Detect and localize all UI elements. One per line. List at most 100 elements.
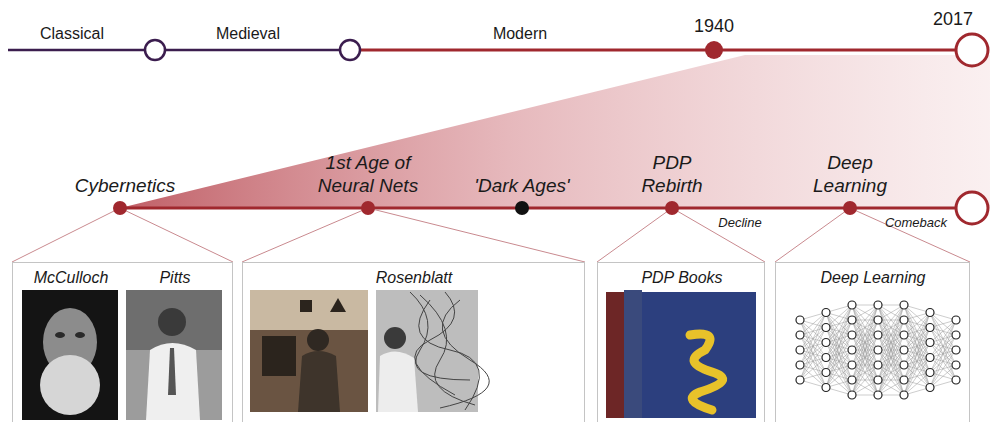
- epoch-label: 'Dark Ages': [474, 174, 569, 197]
- network-link: [904, 313, 930, 381]
- zoom-fan: [120, 55, 990, 208]
- network-link: [904, 328, 930, 396]
- network-link: [878, 305, 904, 380]
- network-link: [826, 305, 852, 388]
- network-unit: [848, 301, 856, 309]
- trend-note: Decline: [718, 215, 761, 231]
- network-unit: [926, 339, 934, 347]
- cover-ribbon: [690, 334, 723, 410]
- epoch-dot: [515, 201, 529, 215]
- leader-line: [850, 208, 970, 262]
- epoch-dot: [843, 201, 857, 215]
- network-link: [878, 350, 904, 395]
- network-link: [878, 320, 904, 395]
- network-unit: [822, 324, 830, 332]
- portrait-head: [307, 329, 329, 351]
- network-link: [826, 305, 852, 373]
- wiring-tangle: [410, 292, 489, 410]
- portrait-eye: [75, 332, 85, 338]
- network-unit: [848, 316, 856, 324]
- network-unit: [796, 346, 804, 354]
- leader-line: [775, 208, 850, 262]
- network-link: [852, 320, 878, 395]
- network-unit: [900, 391, 908, 399]
- network-unit: [900, 301, 908, 309]
- leader-line: [120, 208, 233, 262]
- network-link: [800, 365, 826, 388]
- panel-heading: Deep Learning: [821, 268, 926, 287]
- network-unit: [874, 301, 882, 309]
- symbol-square: [300, 300, 312, 312]
- era-label: Modern: [493, 24, 547, 43]
- portrait-tie: [168, 348, 176, 395]
- network-unit: [848, 331, 856, 339]
- network-unit: [926, 324, 934, 332]
- network-unit: [848, 391, 856, 399]
- leader-line: [597, 208, 672, 262]
- wire: [410, 292, 470, 380]
- network-unit: [926, 309, 934, 317]
- era-label: Classical: [40, 24, 104, 43]
- network-unit: [952, 346, 960, 354]
- epoch-label: PDP Rebirth: [631, 151, 713, 197]
- photo-background: [126, 290, 222, 350]
- photo-panel: PDP Books: [597, 262, 765, 422]
- network-unit: [848, 376, 856, 384]
- network-unit: [848, 361, 856, 369]
- archive-photo: [250, 290, 368, 412]
- network-unit: [926, 354, 934, 362]
- epoch-dot: [361, 201, 375, 215]
- leader-line: [672, 208, 765, 262]
- panel-heading: Pitts: [159, 268, 190, 287]
- leader-line: [368, 208, 585, 262]
- network-unit: [796, 361, 804, 369]
- network-link: [904, 305, 930, 388]
- epoch-label: Deep Learning: [798, 151, 902, 197]
- network-link: [826, 328, 852, 396]
- neural-network: [796, 301, 960, 399]
- epoch-dot: [665, 201, 679, 215]
- network-unit: [952, 361, 960, 369]
- network-link: [800, 358, 826, 381]
- network-unit: [822, 339, 830, 347]
- network-unit: [900, 346, 908, 354]
- network-link: [904, 313, 930, 396]
- era-label: 2017: [933, 8, 973, 30]
- network-link: [878, 320, 904, 395]
- network-unit: [822, 369, 830, 377]
- network-unit: [874, 376, 882, 384]
- network-unit: [952, 316, 960, 324]
- network-link: [852, 305, 878, 380]
- network-unit: [874, 331, 882, 339]
- network-unit: [848, 346, 856, 354]
- archive-photo: [376, 290, 478, 412]
- network-unit: [900, 316, 908, 324]
- network-link: [930, 313, 956, 381]
- epoch-dot: [113, 201, 127, 215]
- network-unit: [796, 331, 804, 339]
- portrait-head: [158, 308, 186, 336]
- network-link: [930, 365, 956, 388]
- panel-heading: Rosenblatt: [376, 268, 453, 287]
- network-unit: [822, 384, 830, 392]
- network-unit: [926, 384, 934, 392]
- network-unit: [874, 391, 882, 399]
- network-unit: [926, 369, 934, 377]
- network-unit: [900, 331, 908, 339]
- end-marker: [956, 192, 988, 224]
- book-spine: [606, 292, 624, 418]
- network-unit: [874, 361, 882, 369]
- photo-panel: Deep Learning: [775, 262, 970, 422]
- leader-line: [242, 208, 368, 262]
- network-link: [800, 320, 826, 388]
- network-unit: [796, 316, 804, 324]
- panel-leaders: [12, 208, 970, 262]
- year-dot: [705, 41, 723, 59]
- wire: [419, 300, 480, 410]
- network-unit: [952, 331, 960, 339]
- epoch-line: [120, 207, 956, 210]
- panel-heading: PDP Books: [641, 268, 722, 287]
- network-link: [826, 365, 852, 388]
- network-link: [800, 313, 826, 381]
